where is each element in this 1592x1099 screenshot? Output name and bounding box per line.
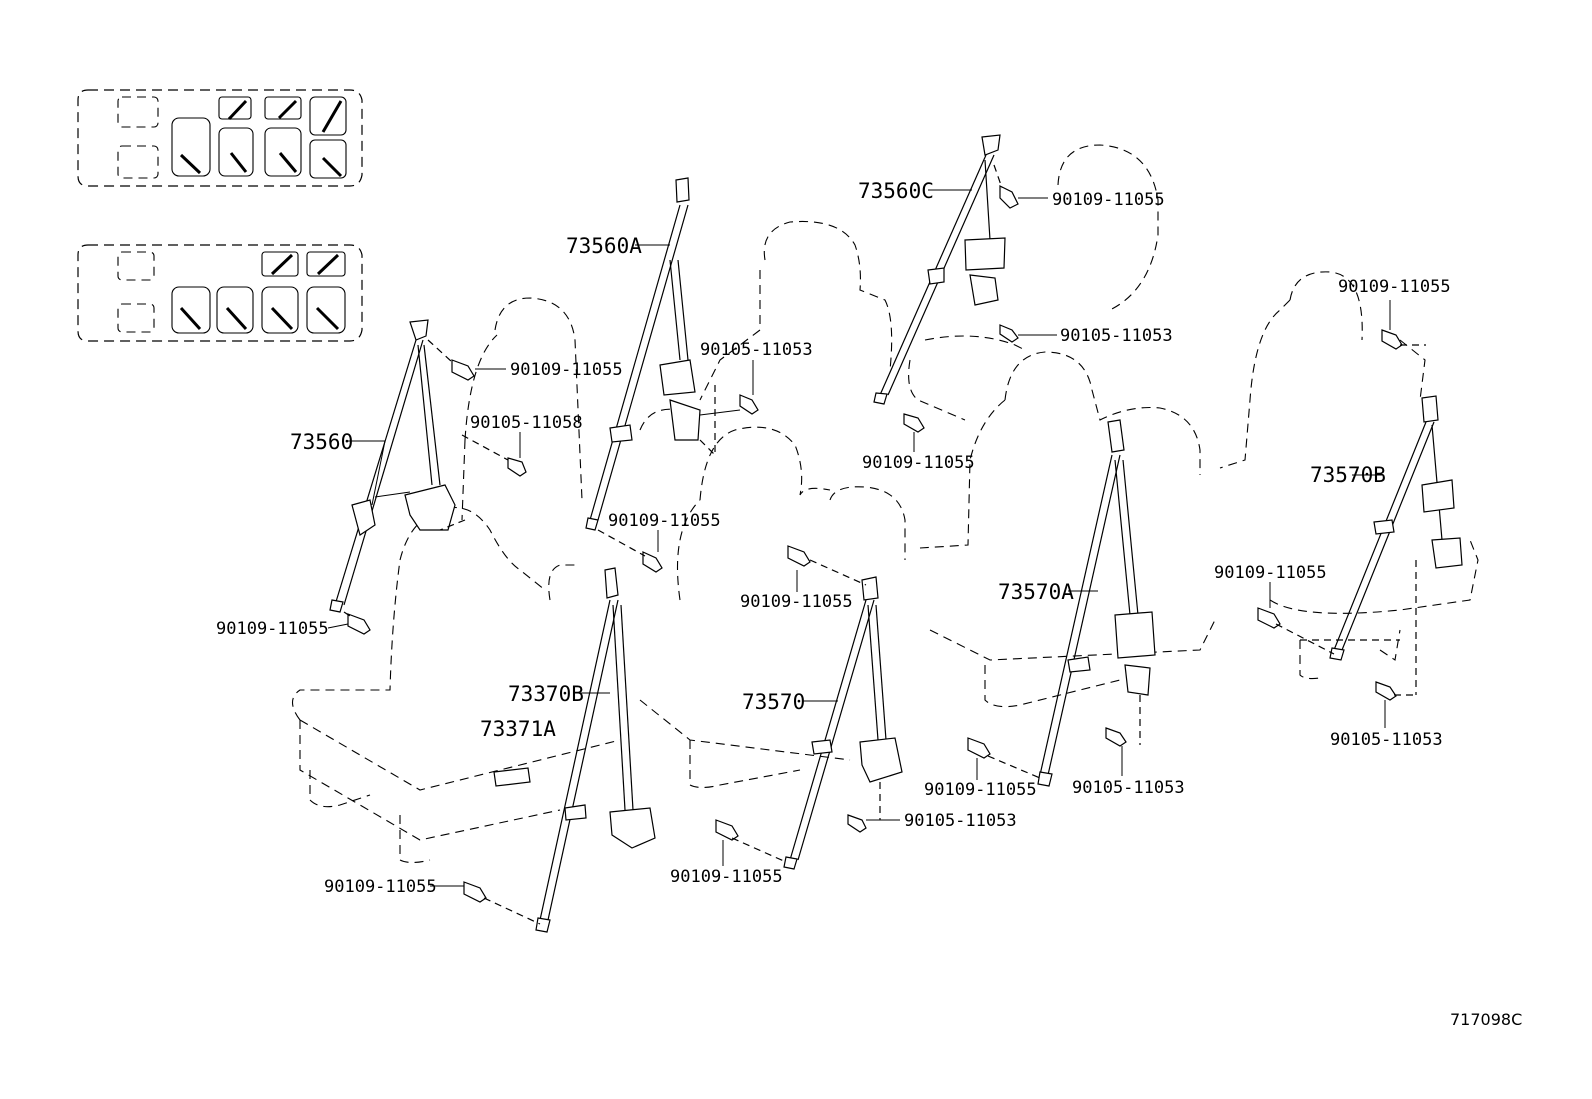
seat-belt-73560 xyxy=(329,319,456,613)
label-73570a: 73570A xyxy=(998,580,1074,604)
label-90109-11055: 90109-11055 xyxy=(862,453,975,473)
label-90105-11053: 90105-11053 xyxy=(1330,730,1443,750)
label-90105-11053: 90105-11053 xyxy=(1060,326,1173,346)
seat-layout-icon-lower xyxy=(77,244,363,342)
label-90109-11055: 90109-11055 xyxy=(924,780,1037,800)
reference-code: 717098C xyxy=(1450,1010,1522,1029)
label-90105-11058: 90105-11058 xyxy=(470,413,583,433)
label-73371a: 73371A xyxy=(480,717,556,741)
label-90109-11055: 90109-11055 xyxy=(1338,277,1451,297)
part-labels: 73560 73560A 73560C 73370B 73371A 73570 … xyxy=(216,179,1522,1029)
label-73570b: 73570B xyxy=(1310,463,1386,487)
label-90109-11055: 90109-11055 xyxy=(324,877,437,897)
seat-belt-73570a xyxy=(1037,419,1156,787)
label-90109-11055: 90109-11055 xyxy=(1214,563,1327,583)
label-90105-11053: 90105-11053 xyxy=(904,811,1017,831)
label-90109-11055: 90109-11055 xyxy=(608,511,721,531)
seat-layout-icon-upper xyxy=(77,89,363,187)
bolts xyxy=(347,185,1403,903)
part-73371a xyxy=(493,767,531,787)
seat-belt-73560a xyxy=(585,177,701,531)
label-90109-11055: 90109-11055 xyxy=(510,360,623,380)
label-73560: 73560 xyxy=(290,430,353,454)
seat-belt-73370b xyxy=(535,567,656,933)
label-90105-11053: 90105-11053 xyxy=(700,340,813,360)
label-90109-11055: 90109-11055 xyxy=(1052,190,1165,210)
leader-lines xyxy=(327,189,1391,887)
label-73570: 73570 xyxy=(742,690,805,714)
seat-outlines xyxy=(291,144,1479,864)
label-90109-11055: 90109-11055 xyxy=(216,619,329,639)
seat-belt-73570b xyxy=(1329,395,1463,661)
label-73370b: 73370B xyxy=(508,682,584,706)
label-73560c: 73560C xyxy=(858,179,934,203)
label-73560a: 73560A xyxy=(566,234,642,258)
seat-belt-73560c xyxy=(873,134,1006,405)
seat-belt-73570 xyxy=(783,576,903,870)
connection-lines xyxy=(343,164,1426,925)
label-90105-11053: 90105-11053 xyxy=(1072,778,1185,798)
label-90109-11055: 90109-11055 xyxy=(670,867,783,887)
label-90109-11055: 90109-11055 xyxy=(740,592,853,612)
